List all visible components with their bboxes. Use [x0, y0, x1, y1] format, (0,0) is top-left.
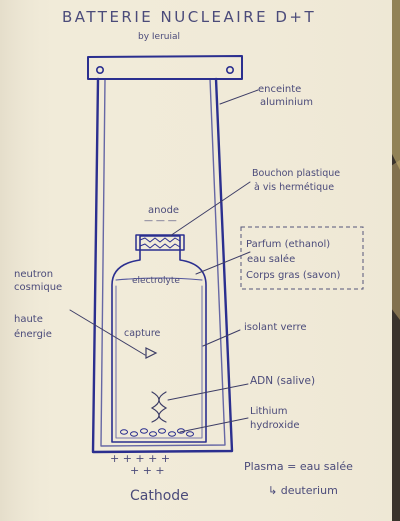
lithium-label-line1: Lithium — [250, 406, 287, 417]
haute-label-line2: énergie — [14, 328, 52, 340]
isolant-label: isolant verre — [244, 322, 307, 333]
parfum-label: Parfum (ethanol) — [246, 239, 330, 250]
neutron-label-line1: neutron — [14, 269, 53, 280]
eau-salee-label: eau salée — [247, 253, 295, 265]
anode-signs: — — — — [144, 216, 177, 226]
electrolyte-label: electrolyte — [132, 276, 180, 286]
bouchon-label-line1: Bouchon plastique — [252, 168, 340, 179]
adn-label: ADN (salive) — [250, 375, 315, 387]
bouchon-label-line2: à vis hermétique — [254, 182, 334, 193]
author: by Ieruial — [138, 32, 180, 42]
lithium-label-line2: hydroxide — [250, 420, 300, 431]
anode-label: anode — [148, 205, 179, 216]
corps-gras-label: Corps gras (savon) — [246, 270, 341, 281]
enceinte-label-line1: enceinte — [258, 84, 301, 95]
cathode-label: Cathode — [130, 488, 189, 504]
deuterium-label: ↳ deuterium — [268, 484, 338, 497]
cathode-signs-bottom: + + + — [130, 464, 165, 477]
capture-label: capture — [124, 328, 161, 339]
title: BATTERIE NUCLEAIRE D+T — [62, 8, 316, 26]
enceinte-label-line2: aluminium — [260, 97, 313, 108]
haute-label-line1: haute — [14, 314, 43, 325]
neutron-label-line2: cosmique — [14, 282, 62, 293]
plasma-label: Plasma = eau salée — [244, 460, 353, 473]
